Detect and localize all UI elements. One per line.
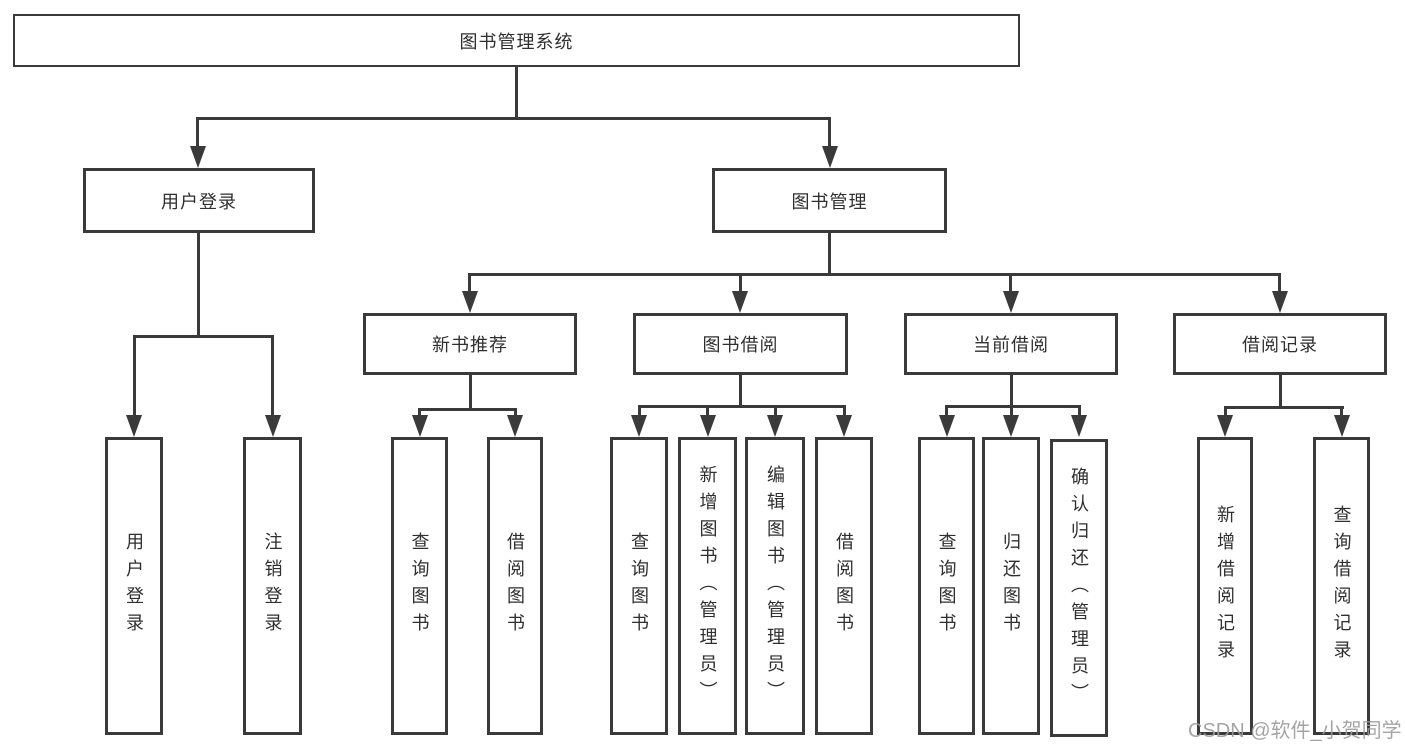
- leaf-current-return: 归还图书: [982, 437, 1040, 735]
- arrow-down-icon: [264, 415, 281, 437]
- leaf-borrow-query-label: 查询图书: [629, 532, 649, 640]
- arrow-down-icon: [732, 291, 748, 313]
- arrow-down-icon: [190, 146, 206, 168]
- node-new-book-recommend-label: 新书推荐: [432, 335, 508, 355]
- connector-line: [196, 233, 200, 335]
- connector-line: [1077, 405, 1081, 420]
- connector-line: [132, 335, 274, 338]
- connector-line: [1223, 406, 1227, 420]
- connector-line: [842, 405, 846, 420]
- leaf-newbooks-borrow: 借阅图书: [487, 437, 543, 735]
- leaf-borrow-borrow-label: 借阅图书: [834, 532, 854, 640]
- arrow-down-icon: [507, 415, 523, 437]
- leaf-logout-login: 注销登录: [243, 437, 302, 735]
- connector-line: [1340, 406, 1343, 420]
- connector-line: [637, 405, 641, 420]
- connector-line: [1009, 375, 1013, 405]
- leaf-borrow-edit-admin-label: 编辑图书（管理员）: [765, 464, 785, 708]
- connector-line: [739, 273, 742, 295]
- connector-line: [1009, 405, 1013, 420]
- node-root: 图书管理系统: [13, 14, 1020, 67]
- arrow-down-icon: [699, 415, 716, 437]
- leaf-borrow-query: 查询图书: [610, 437, 668, 735]
- connector-line: [739, 375, 742, 405]
- connector-line: [706, 405, 709, 420]
- node-borrow-records: 借阅记录: [1173, 313, 1387, 375]
- leaf-current-query-label: 查询图书: [936, 532, 957, 640]
- leaf-records-query: 查询借阅记录: [1313, 437, 1370, 735]
- node-current-borrow: 当前借阅: [904, 313, 1118, 375]
- arrow-down-icon: [462, 291, 478, 313]
- leaf-borrow-edit-admin: 编辑图书（管理员）: [745, 437, 805, 735]
- connector-line: [773, 405, 777, 420]
- connector-line: [515, 67, 518, 117]
- connector-line: [196, 117, 831, 120]
- leaf-borrow-add-admin: 新增图书（管理员）: [678, 437, 737, 735]
- arrow-down-icon: [126, 415, 142, 437]
- node-borrow-records-label: 借阅记录: [1242, 335, 1318, 355]
- connector-line: [1223, 406, 1344, 409]
- node-root-label: 图书管理系统: [459, 31, 574, 52]
- leaf-records-add: 新增借阅记录: [1197, 437, 1253, 735]
- leaf-records-add-label: 新增借阅记录: [1215, 505, 1235, 667]
- arrow-down-icon: [1272, 291, 1288, 313]
- leaf-user-login-label: 用户登录: [124, 532, 144, 640]
- leaf-borrow-add-admin-label: 新增图书（管理员）: [697, 464, 718, 708]
- node-book-management-label: 图书管理: [791, 191, 868, 212]
- leaf-newbooks-query: 查询图书: [391, 437, 448, 735]
- connector-line: [468, 273, 471, 295]
- leaf-current-return-label: 归还图书: [1001, 532, 1021, 640]
- arrow-down-icon: [1333, 415, 1350, 437]
- node-user-login: 用户登录: [83, 168, 315, 233]
- connector-line: [1009, 273, 1012, 295]
- connector-line: [828, 117, 831, 149]
- connector-line: [132, 335, 136, 417]
- leaf-borrow-borrow: 借阅图书: [815, 437, 873, 735]
- arrow-down-icon: [411, 415, 428, 437]
- node-book-borrow-label: 图书借阅: [702, 335, 779, 355]
- leaf-current-confirm-return-admin-label: 确认归还（管理员）: [1069, 466, 1089, 710]
- connector-line: [418, 408, 421, 420]
- arrow-down-icon: [1003, 415, 1019, 437]
- connector-line: [637, 405, 846, 408]
- node-book-borrow: 图书借阅: [633, 313, 848, 375]
- node-book-management: 图书管理: [712, 168, 947, 233]
- node-user-login-label: 用户登录: [161, 191, 237, 212]
- watermark: CSDN @软件_小贺同学: [1188, 720, 1402, 742]
- leaf-newbooks-query-label: 查询图书: [409, 532, 430, 640]
- leaf-records-query-label: 查询借阅记录: [1331, 505, 1352, 667]
- connector-line: [513, 408, 517, 420]
- arrow-down-icon: [631, 415, 647, 437]
- connector-line: [828, 233, 831, 273]
- connector-line: [945, 405, 1081, 408]
- node-current-borrow-label: 当前借阅: [973, 335, 1049, 355]
- leaf-current-query: 查询图书: [918, 437, 975, 735]
- arrow-down-icon: [822, 146, 838, 168]
- leaf-newbooks-borrow-label: 借阅图书: [505, 532, 525, 640]
- connector-line: [1278, 375, 1282, 406]
- connector-line: [1278, 273, 1281, 295]
- connector-line: [271, 335, 274, 417]
- leaf-logout-login-label: 注销登录: [262, 532, 283, 640]
- arrow-down-icon: [767, 415, 783, 437]
- connector-line: [468, 273, 1281, 276]
- arrow-down-icon: [836, 415, 852, 437]
- arrow-down-icon: [1217, 415, 1233, 437]
- leaf-current-confirm-return-admin: 确认归还（管理员）: [1050, 439, 1108, 737]
- leaf-user-login: 用户登录: [105, 437, 163, 735]
- arrow-down-icon: [1071, 415, 1087, 437]
- arrow-down-icon: [1003, 291, 1019, 313]
- connector-line: [945, 405, 948, 420]
- node-new-book-recommend: 新书推荐: [363, 313, 577, 375]
- arrow-down-icon: [938, 415, 955, 437]
- connector-line: [418, 408, 517, 411]
- connector-line: [468, 375, 472, 408]
- connector-line: [196, 117, 199, 149]
